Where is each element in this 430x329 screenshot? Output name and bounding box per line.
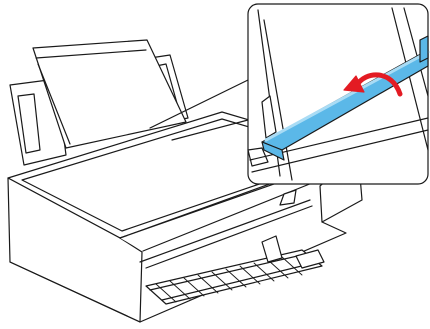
output-tray-icon [145, 235, 325, 305]
curved-arrow-icon [343, 72, 403, 97]
paper-sheet-icon [32, 39, 187, 149]
callout-connectors [149, 79, 249, 141]
callout-detail [247, 7, 430, 181]
